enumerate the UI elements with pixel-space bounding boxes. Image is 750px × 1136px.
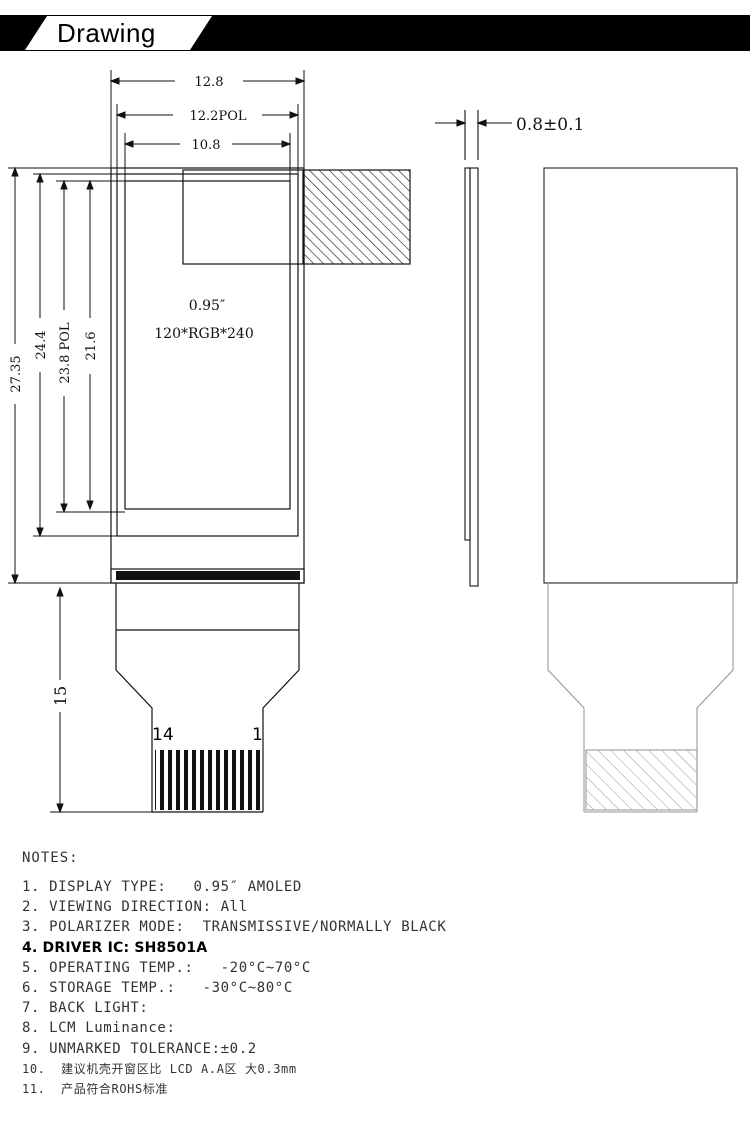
pin-last-label: 1 — [252, 725, 263, 745]
header-title: Drawing — [57, 18, 156, 48]
dim-width-aa: 10.8 — [192, 138, 221, 153]
active-area — [124, 180, 291, 510]
glass-outline — [110, 167, 305, 584]
pin-first-label: 14 — [152, 725, 174, 745]
note-viewing-direction: 2. VIEWING DIRECTION: All — [22, 899, 248, 916]
fpc-left-edge — [115, 583, 153, 812]
note-display-type: 1. DISPLAY TYPE: 0.95″ AMOLED — [22, 879, 302, 895]
note-tolerance: 9. UNMARKED TOLERANCE:±0.2 — [22, 1040, 257, 1057]
dim-height-glass: 24.4 — [34, 331, 49, 360]
side-view — [435, 110, 512, 587]
note-polarizer-mode: 3. POLARIZER MODE: TRANSMISSIVE/NORMALLY… — [22, 919, 447, 936]
dim-height-aa: 21.6 — [84, 332, 99, 361]
vertical-dimensions — [8, 166, 152, 814]
back-fpc-contacts — [585, 749, 698, 811]
bonding-strip — [116, 571, 300, 580]
note-operating-temp: 5. OPERATING TEMP.: -20°C~70°C — [22, 959, 311, 976]
note-rohs: 11. 产品符合ROHS标准 — [22, 1081, 169, 1096]
note-storage-temp: 6. STORAGE TEMP.: -30°C~80°C — [22, 979, 293, 996]
front-view — [110, 167, 411, 813]
dim-height-pol: 23.8 POL — [58, 322, 73, 383]
note-back-light: 7. BACK LIGHT: — [22, 1000, 149, 1017]
section-header: Drawing — [0, 15, 750, 51]
technical-drawing: 12.8 12.2POL 10.8 27.35 24.4 23.8 POL 21… — [8, 70, 738, 814]
ic-area — [182, 169, 304, 265]
fpc-pins — [155, 750, 261, 810]
notes-section: NOTES: 1. DISPLAY TYPE: 0.95″ AMOLED 2. … — [22, 850, 742, 1099]
panel-size-label: 0.95″ — [189, 298, 225, 314]
dim-height-outer: 27.35 — [9, 355, 24, 392]
header-banner — [0, 15, 750, 51]
note-window-size: 10. 建议机壳开窗区比 LCD A.A区 大0.3mm — [22, 1061, 297, 1076]
dim-thickness: 0.8±0.1 — [516, 115, 584, 135]
dim-width-pol: 12.2POL — [190, 109, 247, 124]
note-lcm-luminance: 8. LCM Luminance: — [22, 1020, 176, 1037]
dim-fpc-length: 15 — [51, 686, 70, 706]
fpc-right-edge — [262, 583, 300, 812]
hatched-flex — [303, 169, 411, 265]
back-view — [543, 167, 738, 813]
horizontal-dimensions — [109, 70, 306, 181]
polarizer-outline — [116, 173, 299, 537]
note-driver-ic: 4. DRIVER IC: SH8501A — [22, 939, 208, 956]
dim-width-outer: 12.8 — [195, 75, 224, 90]
notes-title: NOTES: — [22, 850, 79, 866]
resolution-label: 120*RGB*240 — [154, 326, 253, 342]
